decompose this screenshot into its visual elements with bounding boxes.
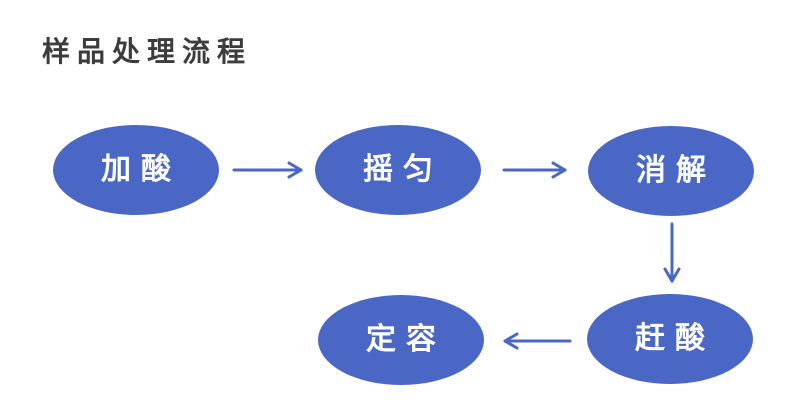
node-digest-label: 消解 — [636, 154, 716, 187]
node-drive-acid: 赶酸 — [587, 294, 753, 384]
node-digest: 消解 — [588, 126, 754, 216]
node-fix-volume: 定容 — [318, 295, 484, 385]
diagram-title: 样品处理流程 — [42, 36, 253, 67]
node-fix-volume-label: 定容 — [366, 323, 446, 356]
node-shake-well-label: 摇匀 — [363, 153, 443, 186]
node-drive-acid-label: 赶酸 — [635, 322, 715, 355]
node-shake-well: 摇匀 — [315, 125, 481, 215]
node-add-acid-label: 加酸 — [101, 153, 181, 186]
node-add-acid: 加酸 — [53, 125, 219, 215]
